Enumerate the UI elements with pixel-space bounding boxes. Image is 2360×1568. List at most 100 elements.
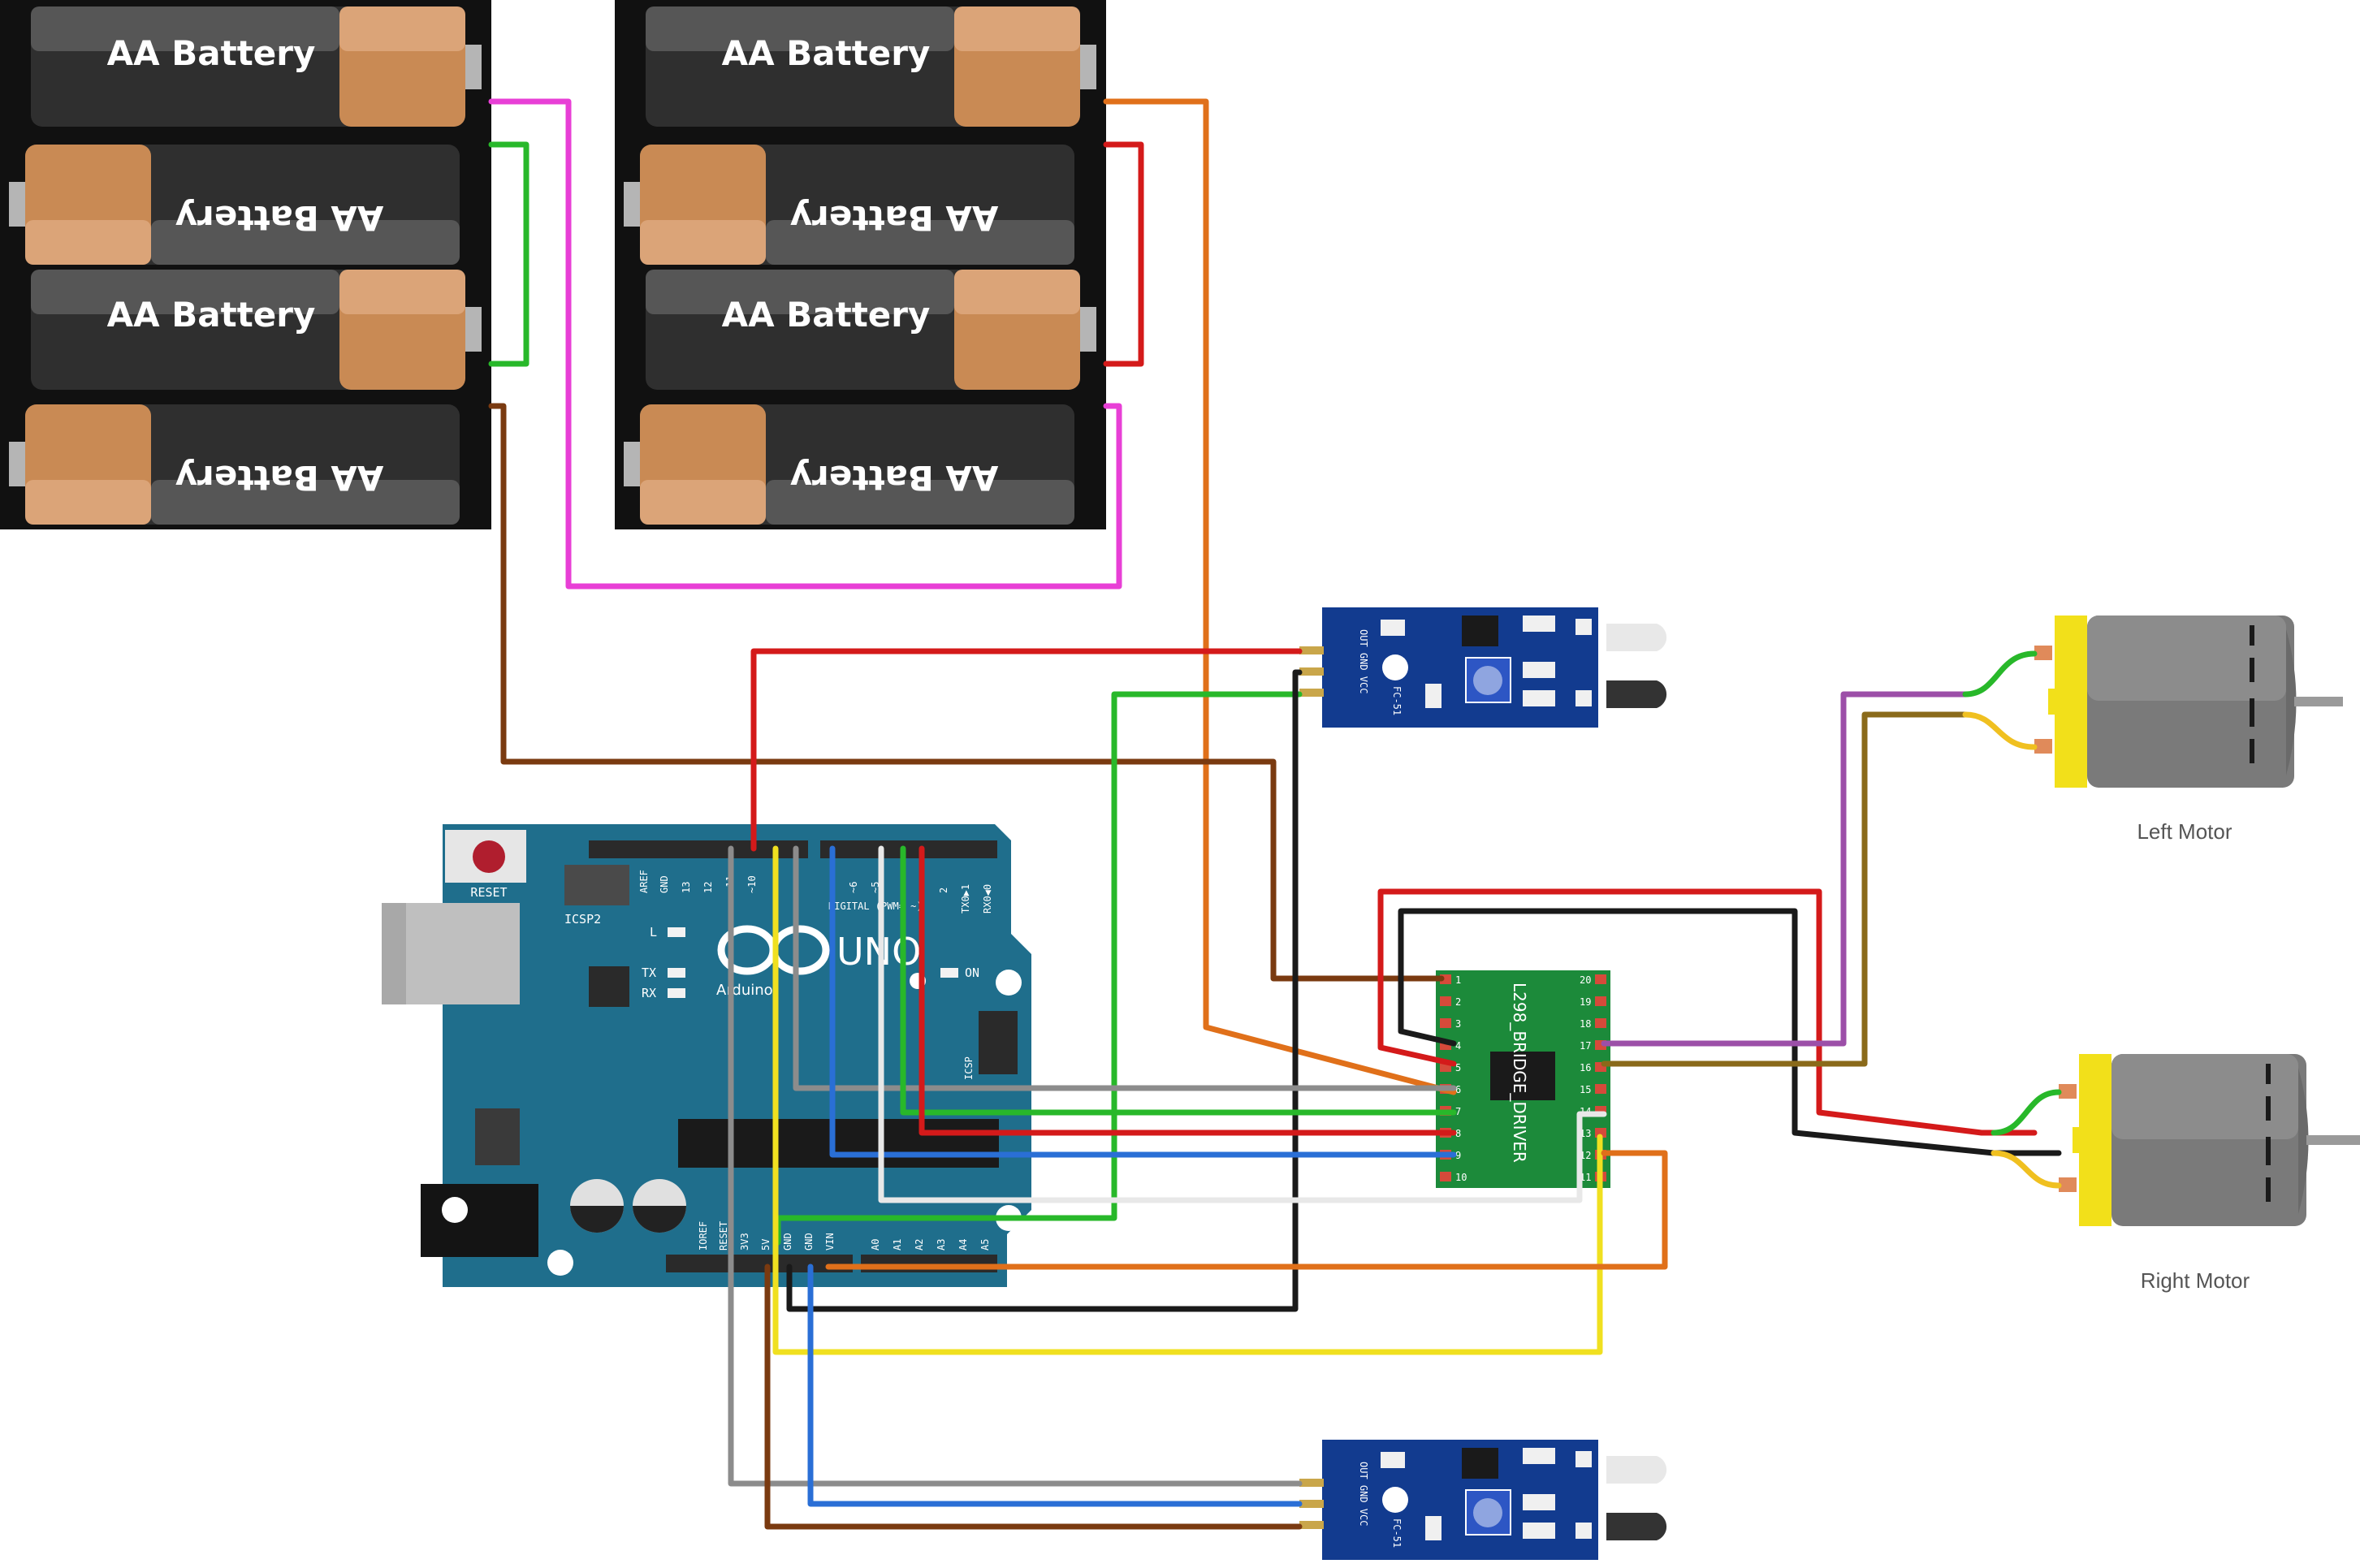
wire-blue-sensor [807, 1263, 1303, 1507]
pin-label-gnd: GND [659, 875, 670, 893]
wire-red-battery [1103, 141, 1144, 367]
power-header [666, 1255, 853, 1272]
battery-cell-1: AA Battery [31, 6, 482, 127]
pin-label-rx: RX0◀0 [982, 884, 993, 914]
wire-grey-sensor-out [728, 845, 1303, 1487]
sensor-pin-labels: OUT GND VCC [1358, 1462, 1369, 1526]
battery-cell-4: AA Battery [9, 404, 460, 525]
battery-label: AA Battery [790, 458, 999, 498]
led-l-label: L [650, 925, 657, 940]
driver-label: L298_BRIDGE_DRIVER [1510, 983, 1529, 1163]
battery-cell-3: AA Battery [31, 270, 482, 390]
pin-label-5v: 5V [760, 1239, 772, 1251]
battery-label: AA Battery [107, 33, 316, 73]
driver-pin-12: 12 [1580, 1150, 1591, 1161]
wire-yellow-motor-left [1962, 711, 2038, 750]
pin-label-a2: A2 [914, 1239, 925, 1251]
usb-chip [589, 966, 629, 1007]
ir-sensor-top: OUT GND VCC FC-51 [1299, 607, 1667, 728]
wire-red-control [918, 845, 1457, 1136]
driver-pin-7: 7 [1455, 1106, 1461, 1117]
led-tx-label: TX [642, 965, 656, 980]
pin-label-3v3: 3V3 [739, 1233, 750, 1251]
driver-pin-13: 13 [1580, 1128, 1591, 1139]
pin-label-a0: A0 [870, 1239, 881, 1251]
driver-pin-3: 3 [1455, 1018, 1461, 1030]
analog-header [861, 1255, 997, 1272]
sensor-model: FC-51 [1391, 1518, 1403, 1548]
pin-label-aref: AREF [638, 870, 650, 893]
arduino-brand-text: Arduino [716, 982, 773, 999]
digital-header-low [820, 840, 997, 858]
icsp-header [979, 1011, 1018, 1074]
driver-pin-20: 20 [1580, 974, 1591, 986]
battery-cell-5: AA Battery [646, 6, 1096, 127]
wire-black-sensor-gnd [786, 669, 1303, 1312]
pin-label-a3: A3 [936, 1239, 947, 1251]
pin-label-a4: A4 [957, 1239, 969, 1251]
pin-label-gnd-2: GND [803, 1233, 815, 1251]
driver-chip [1490, 1052, 1555, 1100]
digital-pin-labels: AREF GND 13 12 ~11 ~10 ~6 ~5 2 TX0▶1 RX0… [638, 870, 993, 914]
reset-label: RESET [470, 885, 507, 900]
wire-white-control [878, 845, 1607, 1203]
wire-green-battery [488, 141, 529, 367]
driver-pin-16: 16 [1580, 1062, 1591, 1073]
driver-pin-9: 9 [1455, 1150, 1461, 1161]
driver-pin-18: 18 [1580, 1018, 1591, 1030]
l298-driver-board: L298_BRIDGE_DRIVER 1 2 3 4 5 6 7 8 9 10 … [1436, 970, 1610, 1188]
icsp2-label: ICSP2 [564, 912, 601, 927]
led-rx-label: RX [642, 986, 656, 1000]
battery-cell-6: AA Battery [624, 145, 1074, 265]
wire-green-control [900, 845, 1457, 1116]
driver-pin-15: 15 [1580, 1084, 1591, 1095]
atmega-chip [678, 1119, 999, 1168]
driver-pin-17: 17 [1580, 1040, 1591, 1052]
wire-orange-power [825, 1150, 1668, 1270]
sensor-model: FC-51 [1391, 686, 1403, 715]
right-motor-label: Right Motor [2141, 1268, 2250, 1293]
sensor-pin-labels: OUT GND VCC [1358, 629, 1369, 693]
led-on-label: ON [965, 965, 979, 980]
power-pin-labels: IOREF RESET 3V3 5V GND GND VIN [698, 1221, 836, 1251]
wire-blue-control [829, 845, 1457, 1158]
ir-receiver-led [1606, 680, 1667, 708]
battery-cell-8: AA Battery [624, 404, 1074, 525]
battery-label: AA Battery [722, 33, 931, 73]
battery-label: AA Battery [722, 295, 931, 335]
driver-pin-1: 1 [1455, 974, 1461, 986]
battery-pack-left: AA Battery AA Battery AA Battery AA Batt… [0, 0, 491, 529]
pin-label-a1: A1 [892, 1239, 903, 1251]
voltage-regulator [475, 1108, 520, 1165]
wire-yellow-motor-right [1990, 1150, 2062, 1189]
digital-label: DIGITAL (PWM= ~) [828, 901, 923, 912]
wire-red-sensor-vcc [750, 648, 1303, 852]
driver-pin-6: 6 [1455, 1084, 1461, 1095]
battery-cell-7: AA Battery [646, 270, 1096, 390]
driver-pin-5: 5 [1455, 1062, 1461, 1073]
driver-pin-2: 2 [1455, 996, 1461, 1008]
battery-label: AA Battery [175, 198, 384, 238]
ir-receiver-led [1606, 1513, 1667, 1540]
wire-green-motor-left [1962, 650, 2038, 698]
pin-label-a5: A5 [979, 1239, 991, 1251]
left-motor-label: Left Motor [2137, 819, 2232, 844]
icsp2-header [564, 865, 629, 905]
pin-label-13: 13 [681, 882, 692, 893]
wires [488, 98, 2062, 1530]
wire-brown-gnd [488, 403, 1445, 982]
battery-label: AA Battery [790, 198, 999, 238]
pin-label-vin: VIN [824, 1233, 836, 1251]
wire-orange-vin [1103, 98, 1457, 1095]
pin-label-2: 2 [938, 888, 949, 893]
pin-label-tx: TX0▶1 [960, 884, 971, 914]
driver-pin-10: 10 [1455, 1172, 1467, 1183]
pin-label-reset: RESET [718, 1221, 729, 1251]
battery-pack-right: AA Battery AA Battery AA Battery AA Batt… [615, 0, 1106, 529]
driver-pin-11: 11 [1580, 1172, 1591, 1183]
analog-pin-labels: A0 A1 A2 A3 A4 A5 [870, 1239, 991, 1251]
pin-label-gnd: GND [782, 1233, 793, 1251]
pin-label-10: ~10 [746, 875, 758, 893]
wire-red-motor [1377, 888, 2038, 1136]
